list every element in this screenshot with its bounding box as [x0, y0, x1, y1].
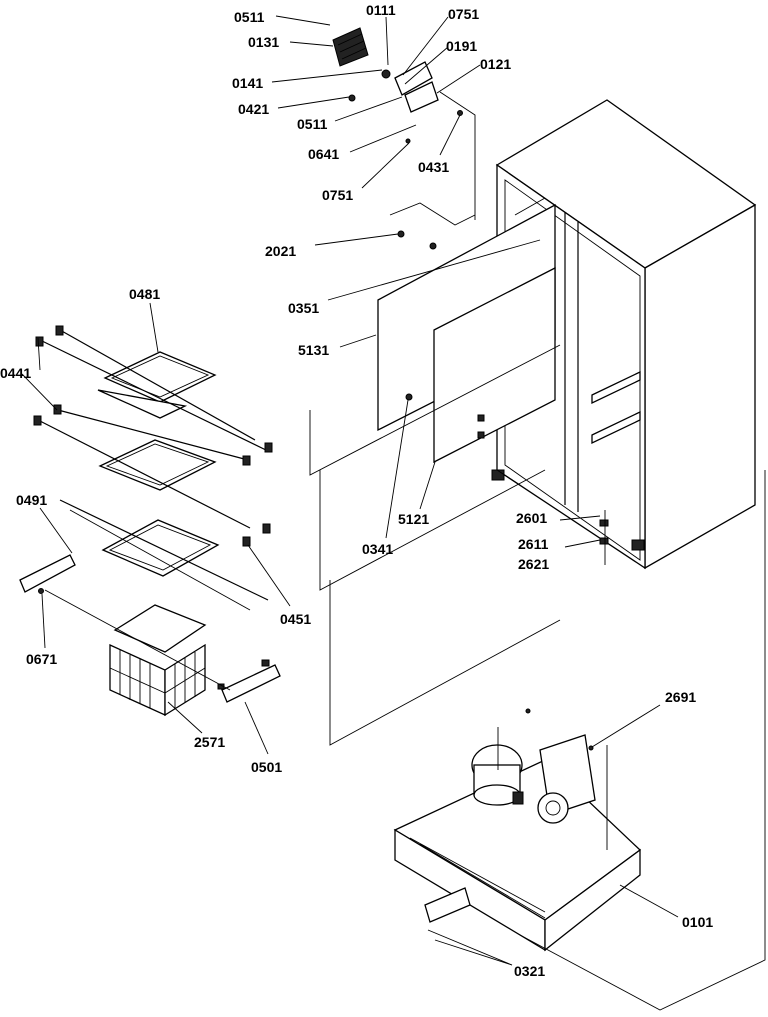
- label-0121: 0121: [480, 56, 511, 72]
- panels-drawing: [309, 202, 609, 746]
- label-2021: 2021: [265, 243, 296, 259]
- label-2611: 2611: [518, 536, 549, 552]
- label-2601: 2601: [516, 510, 547, 526]
- label-0501: 0501: [251, 759, 282, 775]
- label-0481: 0481: [129, 286, 160, 302]
- label-5121: 5121: [398, 511, 429, 527]
- part-labels: 0511 0131 0111 0751 0191 0121 0141 0421 …: [0, 2, 713, 979]
- compressor-assembly-drawing: [393, 470, 766, 1011]
- label-0431: 0431: [418, 159, 449, 175]
- label-0511-top: 0511: [234, 9, 265, 25]
- label-0641: 0641: [308, 146, 339, 162]
- label-0351: 0351: [288, 300, 319, 316]
- label-0101: 0101: [682, 914, 713, 930]
- leader-lines: [21, 15, 679, 966]
- label-2691: 2691: [665, 689, 696, 705]
- control-assembly-drawing: [332, 27, 476, 220]
- label-0141: 0141: [232, 75, 263, 91]
- label-2571: 2571: [194, 734, 225, 750]
- label-2621: 2621: [518, 556, 549, 572]
- label-0131: 0131: [248, 34, 279, 50]
- label-0441: 0441: [0, 365, 31, 381]
- label-0341: 0341: [362, 541, 393, 557]
- label-5131: 5131: [298, 342, 329, 358]
- label-0111: 0111: [366, 2, 396, 18]
- label-0321: 0321: [514, 963, 545, 979]
- label-0491: 0491: [16, 492, 47, 508]
- label-0451: 0451: [280, 611, 311, 627]
- label-0511-mid: 0511: [297, 116, 328, 132]
- label-0671: 0671: [26, 651, 57, 667]
- basket-drawing: [19, 509, 281, 717]
- label-0191: 0191: [446, 38, 477, 54]
- label-0751-mid: 0751: [322, 187, 353, 203]
- label-0421: 0421: [238, 101, 269, 117]
- shelves-drawing: [33, 325, 273, 601]
- label-0751-top: 0751: [448, 6, 479, 22]
